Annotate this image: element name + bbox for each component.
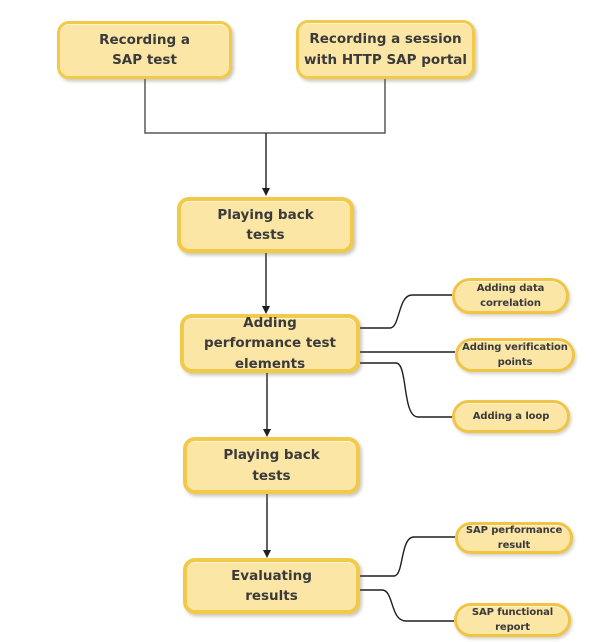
arrowhead-1 — [262, 188, 270, 196]
node-playing-back-tests-1: Playing back tests — [177, 197, 354, 253]
callout-adding-data-correlation: Adding data correlation — [452, 278, 569, 314]
callout-sap-functional-report: SAP functional report — [454, 603, 571, 637]
arrowhead-4 — [263, 550, 271, 558]
arrowhead-3 — [263, 429, 271, 437]
node-label: Playing back tests — [223, 447, 320, 484]
node-label: Recording a session with HTTP SAP portal — [303, 31, 468, 68]
callout-label: Adding a loop — [472, 410, 550, 422]
connector-sap-performance-result — [360, 536, 455, 577]
node-label: Recording a SAP test — [99, 31, 190, 68]
callout-sap-performance-result: SAP performance result — [455, 522, 573, 554]
callout-label: SAP performance result — [465, 524, 563, 552]
callout-adding-a-loop: Adding a loop — [452, 400, 570, 433]
callout-adding-verification-points: Adding verification points — [455, 338, 575, 372]
node-label: Adding performance test elements — [203, 315, 337, 372]
connector-sap-functional-report — [360, 589, 454, 622]
node-evaluating-results: Evaluating results — [183, 558, 360, 614]
merge-connector — [144, 79, 386, 134]
callout-label: Adding verification points — [462, 341, 568, 369]
connector-adding-data-correlation — [360, 294, 452, 329]
connector-adding-a-loop — [360, 362, 452, 418]
node-label: Evaluating results — [231, 567, 312, 604]
node-recording-a-sap-test: Recording a SAP test — [57, 21, 232, 79]
node-adding-performance-test-elements: Adding performance test elements — [180, 314, 360, 373]
callout-label: Adding data correlation — [476, 282, 545, 310]
node-playing-back-tests-2: Playing back tests — [183, 437, 360, 494]
callout-label: SAP functional report — [471, 606, 554, 634]
node-recording-session-http-sap-portal: Recording a session with HTTP SAP portal — [296, 20, 475, 79]
node-label: Playing back tests — [217, 206, 314, 243]
